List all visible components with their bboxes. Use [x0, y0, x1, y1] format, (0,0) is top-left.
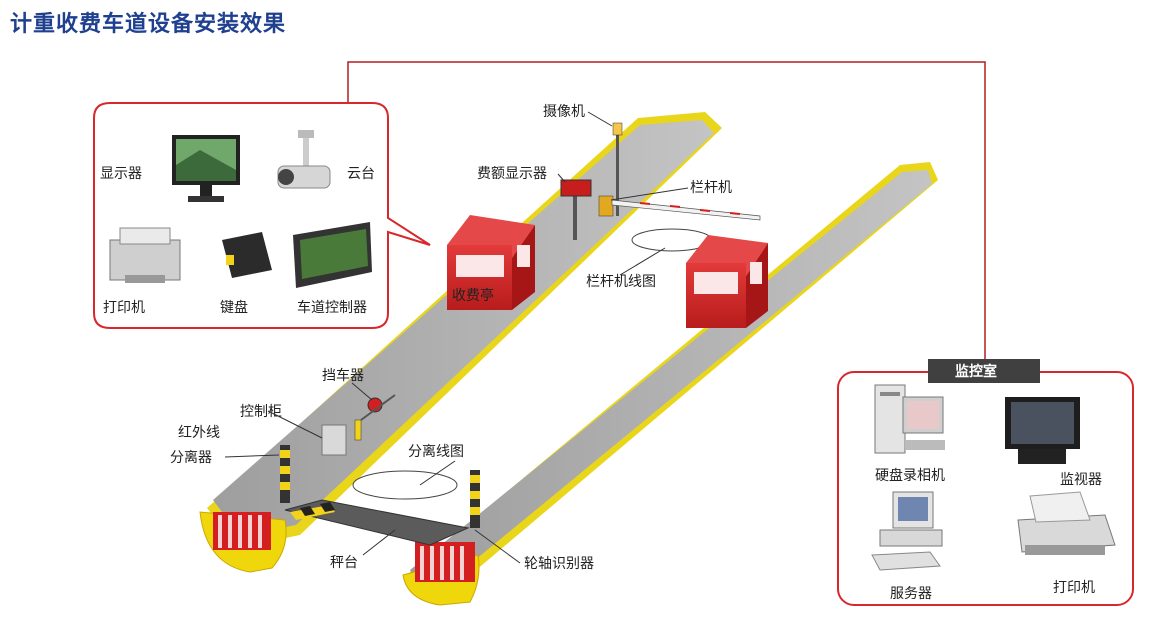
camera-label: 摄像机 [543, 104, 585, 120]
control-cabinet-label: 控制柜 [240, 404, 282, 420]
equipment-callout [93, 102, 431, 329]
separator-loop-label: 分离线图 [408, 443, 464, 460]
infrared-post-right [470, 470, 480, 528]
monitor-label: 监视器 [1060, 472, 1102, 488]
infrared-label-2: 分离器 [170, 449, 212, 466]
axle-detector-label: 轮轴识别器 [524, 556, 594, 572]
fee-display-label: 费额显示器 [477, 166, 547, 182]
dvr-icon [874, 384, 945, 454]
page-title: 计重收费车道设备安装效果 [10, 12, 287, 37]
barrier-gate [598, 195, 761, 221]
room-printer-label: 打印机 [1053, 579, 1095, 596]
booth-label: 收费亭 [452, 287, 494, 304]
barrier-loop-label: 栏杆机线图 [586, 274, 656, 290]
server-label: 服务器 [890, 586, 932, 602]
lane-controller-label: 车道控制器 [297, 299, 367, 316]
printer-label: 打印机 [103, 299, 145, 316]
toll-booth-right [686, 235, 768, 328]
fee-display [560, 179, 592, 240]
separator-loop [352, 470, 458, 500]
printer-icon [109, 227, 181, 283]
server-icon [871, 491, 943, 571]
ptz-camera-icon [277, 130, 331, 189]
platform-stripe [290, 502, 335, 520]
barrier-gate-label: 栏杆机 [690, 180, 732, 196]
room-printer-icon [1017, 491, 1116, 555]
stopper [354, 394, 396, 441]
leader-lines [224, 111, 689, 564]
monitor-room-header: 监控室 [955, 363, 997, 380]
scale-platform-label: 秤台 [330, 555, 358, 571]
right-lane [402, 162, 938, 606]
camera [612, 122, 623, 216]
control-cabinet [321, 424, 347, 456]
monitor-icon [1005, 397, 1080, 464]
display-label: 显示器 [100, 166, 142, 182]
stopper-label: 挡车器 [322, 367, 364, 384]
infrared-post-left [280, 445, 290, 503]
toll-booth-left [447, 215, 535, 310]
display-icon [172, 135, 240, 202]
ptz-label: 云台 [347, 166, 375, 182]
dvr-label: 硬盘录相机 [875, 467, 945, 484]
keyboard-icon [222, 232, 272, 278]
lane-controller-icon [293, 222, 372, 288]
infrared-label-1: 红外线 [178, 425, 220, 441]
keyboard-label: 键盘 [220, 299, 248, 316]
